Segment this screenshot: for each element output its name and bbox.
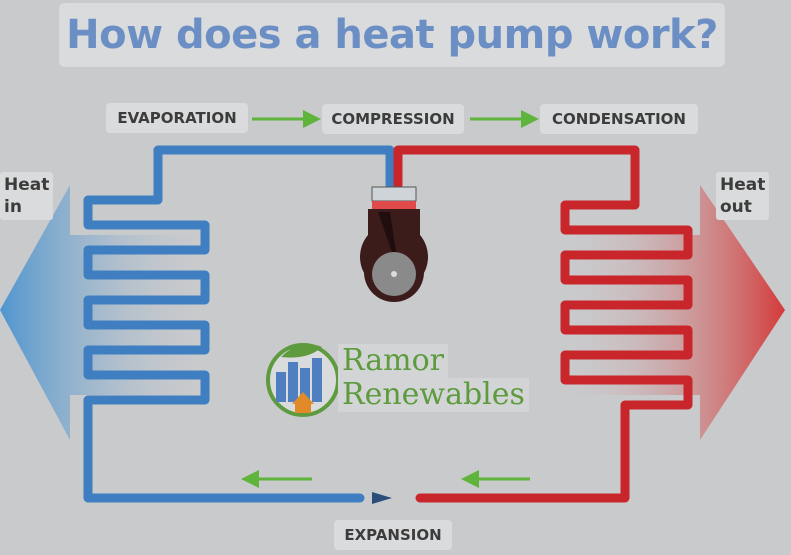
hot-pipe [393,145,693,503]
heat-out-line1: Heat [720,175,766,195]
ramor-logo-icon [266,343,340,417]
compressor-icon [360,186,429,302]
heat-out-label: Heat out [716,172,770,220]
stage-expansion-label: EXPANSION [344,526,442,544]
brand-name-line1: Ramor [338,344,449,378]
brand: Ramor Renewables [338,344,529,412]
stage-evaporation-label: EVAPORATION [117,109,237,127]
heat-in-line1: Heat [4,175,50,195]
heat-out-line2: out [720,197,752,217]
title-box: How does a heat pump work? [59,3,725,67]
stage-condensation-label: CONDENSATION [552,110,686,128]
stage-compression-label: COMPRESSION [331,110,455,128]
stage-condensation: CONDENSATION [540,104,698,134]
valve-cone [372,492,392,504]
heat-in-label: Heat in [0,172,54,220]
cold-pipe [83,145,395,503]
brand-name-line2: Renewables [338,378,529,412]
heat-in-line2: in [4,197,22,217]
stage-expansion: EXPANSION [334,520,452,550]
page-title: How does a heat pump work? [66,12,718,58]
stage-evaporation: EVAPORATION [106,103,248,133]
stage-compression: COMPRESSION [322,104,464,134]
